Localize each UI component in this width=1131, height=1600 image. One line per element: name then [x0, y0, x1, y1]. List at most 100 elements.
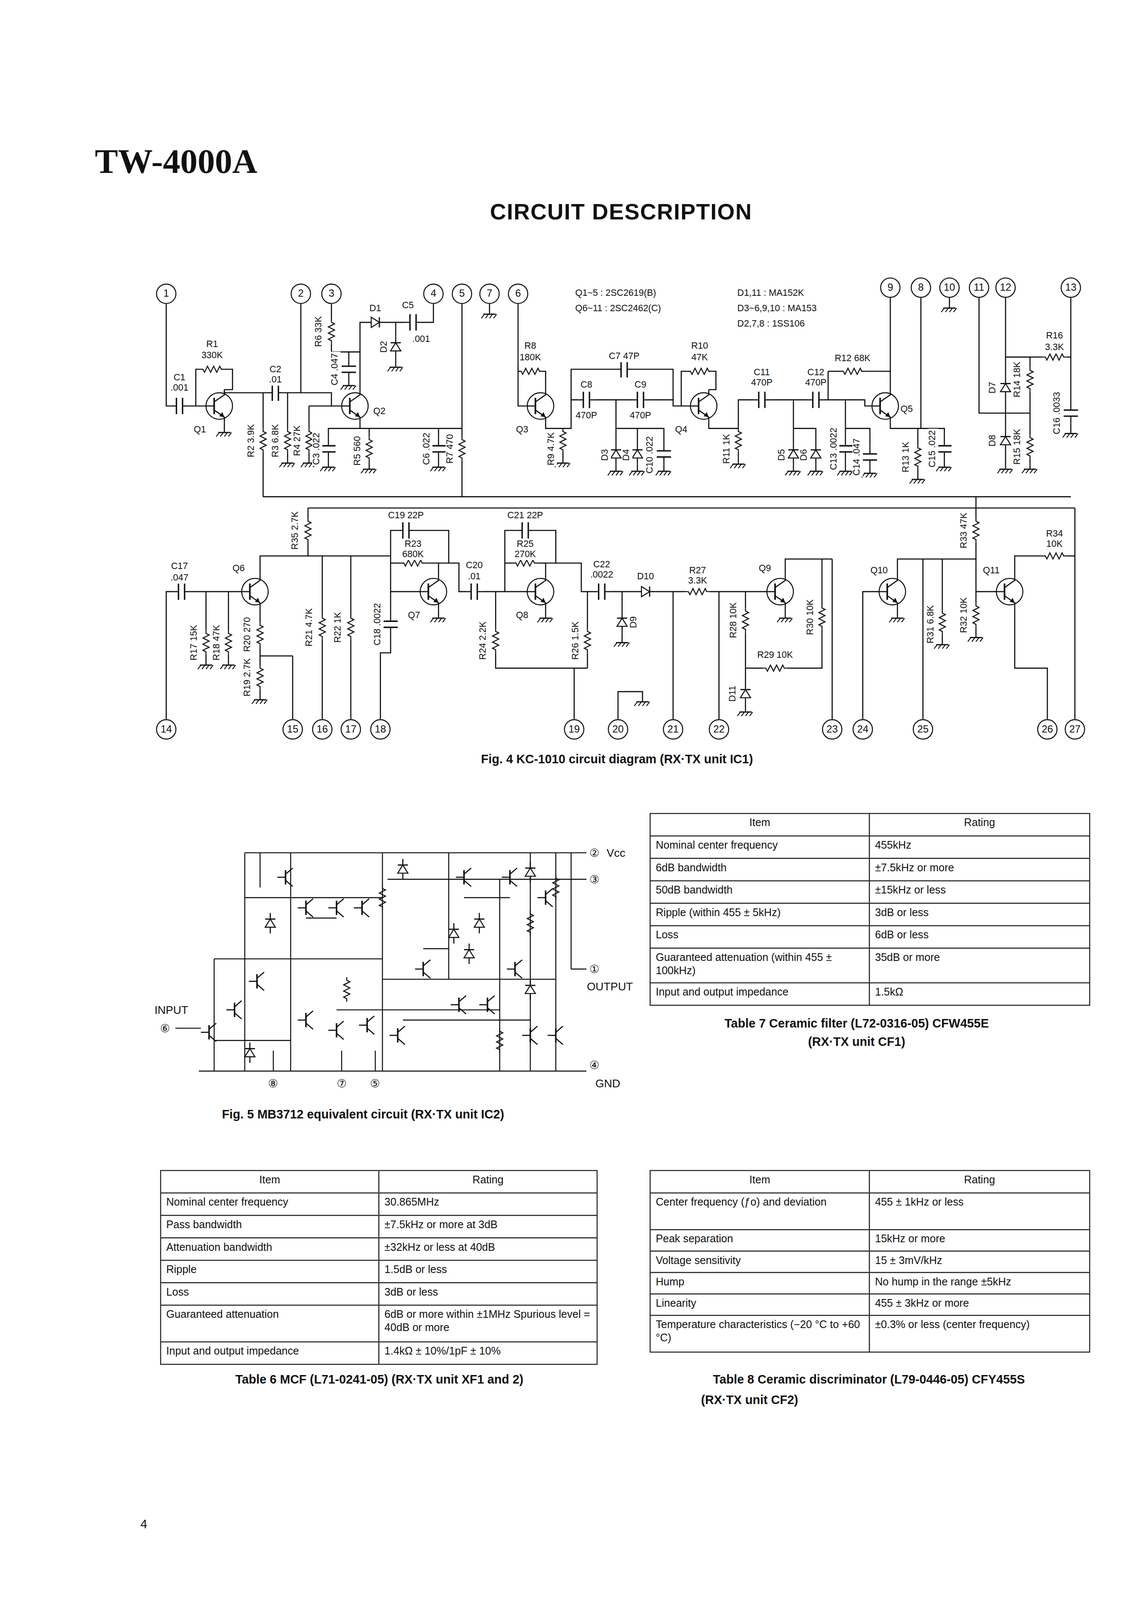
ic-transistor: [234, 1000, 242, 1007]
component-label: D9: [629, 615, 640, 629]
pin-number: 26: [1041, 724, 1054, 735]
ground-symbol: [264, 699, 268, 704]
ic-wire: [214, 1039, 291, 1041]
table-cell-text: 455 ± 1kHz or less: [869, 1193, 1090, 1211]
ground-symbol: [909, 479, 913, 484]
wire: [390, 591, 420, 593]
wire: [943, 458, 945, 467]
pin-label: ③: [588, 872, 601, 886]
ground-symbol: [442, 617, 446, 623]
ground-symbol: [646, 701, 650, 706]
wire: [1005, 450, 1007, 470]
capacitor-symbol: [845, 438, 847, 446]
component-label: 330K: [200, 350, 224, 362]
ic-transistor: [458, 1007, 467, 1014]
table-cell: Loss: [160, 1282, 380, 1306]
ground-symbol: [300, 463, 304, 468]
table-cell-text: Loss: [650, 926, 869, 944]
transistor-arrow: [540, 597, 546, 603]
wire: [1066, 356, 1071, 358]
table-cell-text: 1.4kΩ ± 10%/1pF ± 10%: [379, 1342, 597, 1360]
component-label: C3 .022: [311, 431, 323, 466]
ground-symbol: [999, 468, 1012, 470]
table-cell: 1.4kΩ ± 10%/1pF ± 10%: [378, 1340, 598, 1365]
transistor-symbol: [349, 397, 351, 414]
component-label: R7 470: [445, 432, 456, 465]
ground-symbol: [218, 431, 231, 434]
resistor-symbol: [527, 910, 534, 936]
ground-symbol: [539, 617, 552, 619]
wire: [621, 591, 623, 613]
transistor-symbol: [775, 595, 786, 608]
table-cell-text: Pass bandwidth: [161, 1215, 379, 1234]
ic-wire: [175, 1027, 202, 1029]
wire: [307, 507, 309, 519]
ground-symbol: [1034, 469, 1038, 474]
ground-symbol: [364, 469, 368, 474]
pin-circle: 4: [423, 283, 444, 304]
wire: [562, 452, 564, 464]
ground-symbol: [620, 471, 624, 476]
diode-symbol: [378, 317, 380, 328]
ground-symbol: [545, 617, 549, 623]
ground-symbol: [749, 711, 753, 717]
wire: [615, 428, 638, 444]
ic-transistor: [463, 869, 465, 884]
resistor-symbol: [458, 436, 465, 461]
transistor-symbol: [419, 578, 447, 605]
pin-number: 12: [999, 282, 1012, 293]
wire: [941, 558, 944, 610]
component-label: 470P: [804, 378, 828, 389]
table-header-cell: Rating: [868, 812, 1091, 837]
ground-symbol: [1026, 469, 1029, 474]
resistor-symbol: [1042, 353, 1067, 360]
table-cell-text: Nominal center frequency: [161, 1193, 379, 1211]
capacitor-symbol: [604, 591, 610, 593]
ground-symbol: [432, 466, 445, 468]
table-cell-text: 35dB or more: [869, 948, 1090, 966]
wire: [330, 303, 333, 320]
ic-wire: [214, 958, 383, 960]
ground-symbol: [348, 385, 352, 390]
ground-symbol: [537, 617, 541, 623]
component-label: R8: [523, 341, 537, 353]
table-header-cell: Item: [649, 1169, 870, 1194]
ground-symbol: [251, 699, 255, 704]
component-label: R5 560: [352, 434, 364, 467]
ground-symbol: [228, 664, 232, 670]
table-cell-text: Item: [650, 813, 869, 832]
ground-symbol: [741, 711, 745, 717]
ground-symbol: [1075, 433, 1079, 438]
ic-transistor: [256, 984, 265, 991]
ground-symbol: [938, 466, 951, 468]
ground-symbol: [631, 470, 644, 473]
pin-circle: 6: [507, 283, 529, 304]
table-cell: 1.5kΩ: [868, 982, 1091, 1006]
resistor-symbol: [379, 885, 386, 910]
component-label: R35 2.7K: [290, 510, 301, 551]
table-cell-text: 6dB or less: [869, 926, 1090, 944]
wire: [300, 303, 302, 393]
ground-symbol: [291, 463, 295, 468]
pin-number: 6: [515, 288, 521, 299]
component-label: D6: [799, 448, 810, 462]
ic-transistor: [336, 1033, 344, 1040]
transistor-symbol: [880, 389, 891, 403]
resistor-symbol: [735, 428, 742, 453]
table-cell-text: Rating: [379, 1170, 597, 1189]
ground-symbol: [845, 471, 849, 476]
ground-symbol: [485, 314, 489, 319]
capacitor-symbol: [943, 451, 945, 460]
component-label: D5: [777, 448, 788, 462]
ic-wire: [213, 958, 215, 1071]
figure-caption: Fig. 4 KC-1010 circuit diagram (RX·TX un…: [480, 752, 755, 767]
ground-symbol: [636, 701, 649, 703]
capacitor-symbol: [818, 391, 820, 409]
pin-circle: 9: [880, 277, 901, 298]
table-cell: ±32kHz or less at 40dB: [378, 1236, 598, 1261]
component-label: Q7: [406, 610, 421, 621]
wire: [869, 466, 871, 473]
pin-number: 16: [316, 724, 329, 735]
resistor-symbol: [347, 615, 354, 640]
ground-symbol: [613, 642, 617, 647]
